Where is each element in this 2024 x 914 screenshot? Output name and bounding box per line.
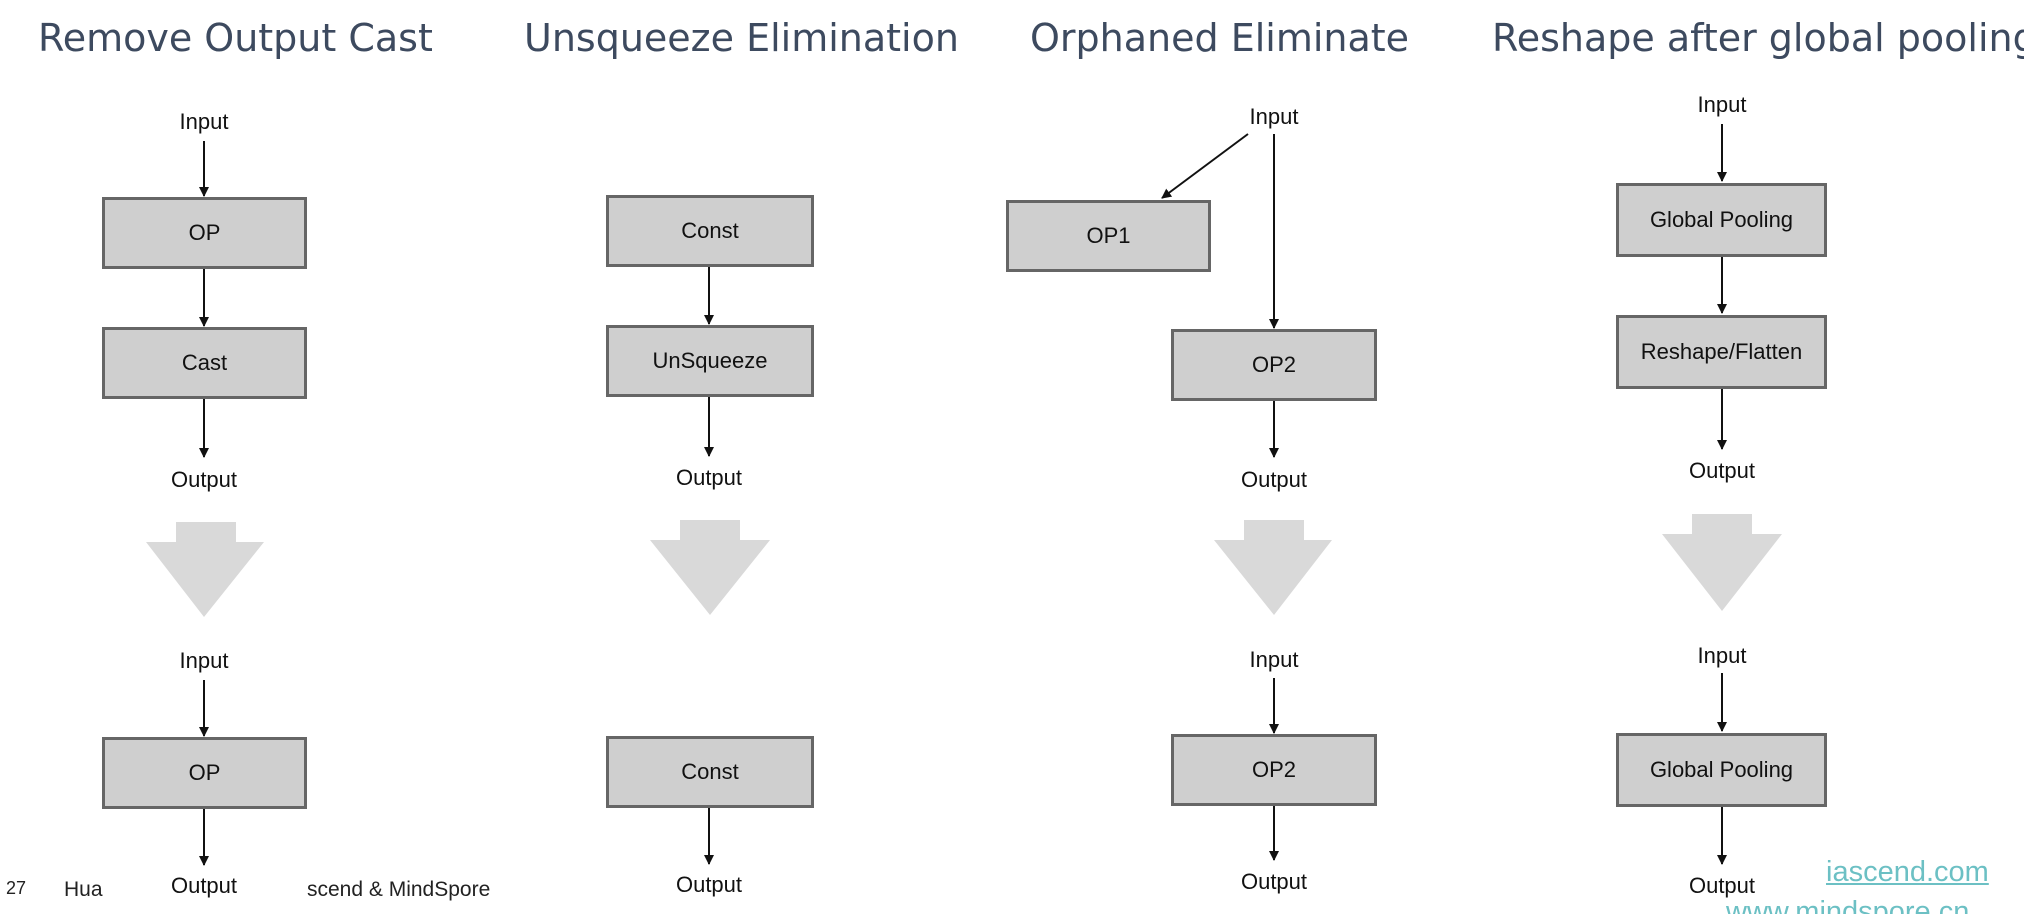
s4-after-global-pooling-label: Global Pooling [1649,757,1794,782]
s3-op2-box: OP2 [1171,329,1377,401]
s3-output-label: Output [1240,467,1308,492]
footer-link-ascend[interactable]: iascend.com [1826,856,1989,888]
s3-after-op2-box: OP2 [1171,734,1377,806]
s4-reshape-flatten-label: Reshape/Flatten [1640,339,1803,364]
s1-op-box: OP [102,197,307,269]
s1-cast-box: Cast [102,327,307,399]
transform-arrow-s2 [650,520,770,615]
s1-op-label: OP [188,220,221,245]
s1-cast-label: Cast [181,350,228,375]
transform-arrow-s3 [1214,520,1332,615]
s1-after-op-box: OP [102,737,307,809]
section-title-unsqueeze-elimination: Unsqueeze Elimination [524,16,959,60]
s3-op1-label: OP1 [1086,223,1131,248]
s2-const-label: Const [681,218,739,243]
s1-output-label: Output [170,467,238,492]
s4-reshape-flatten-box: Reshape/Flatten [1616,315,1827,389]
transform-arrow-s1 [146,522,264,617]
s1-after-output-label: Output [170,873,238,898]
s4-after-output-label: Output [1688,873,1756,898]
s2-unsqueeze-box: UnSqueeze [606,325,814,397]
section-title-reshape-after-global-pooling: Reshape after global pooling [1492,16,2024,60]
s3-op1-box: OP1 [1006,200,1211,272]
section-title-orphaned-eliminate: Orphaned Eliminate [1030,16,1410,60]
s3-after-output-label: Output [1240,869,1308,894]
s2-output-label: Output [675,465,743,490]
page-number: 27 [6,878,27,898]
s4-global-pooling-box: Global Pooling [1616,183,1827,257]
s1-after-op-label: OP [188,760,221,785]
footer-text-right: scend & MindSpore [307,878,491,901]
s4-output-label: Output [1688,458,1756,483]
s4-input-label: Input [1697,92,1747,117]
s2-const-box: Const [606,195,814,267]
footer-text-left: Hua [64,878,103,901]
s2-unsqueeze-label: UnSqueeze [652,348,768,373]
transform-arrow-s4 [1662,514,1782,611]
arrow-s3-input-op1 [1161,133,1249,199]
s3-op2-label: OP2 [1251,352,1297,377]
s1-after-input-label: Input [179,648,229,673]
s1-input-label: Input [179,109,229,134]
s3-after-op2-label: OP2 [1251,757,1297,782]
s3-after-input-label: Input [1249,647,1299,672]
footer-link-mindspore[interactable]: www.mindspore.cn [1726,896,1970,914]
s4-global-pooling-label: Global Pooling [1649,207,1794,232]
s4-after-global-pooling-box: Global Pooling [1616,733,1827,807]
s2-after-const-label: Const [681,759,739,784]
s3-input-label: Input [1249,104,1299,129]
s4-after-input-label: Input [1697,643,1747,668]
s2-after-const-box: Const [606,736,814,808]
section-title-remove-output-cast: Remove Output Cast [38,16,433,60]
s2-after-output-label: Output [675,872,743,897]
